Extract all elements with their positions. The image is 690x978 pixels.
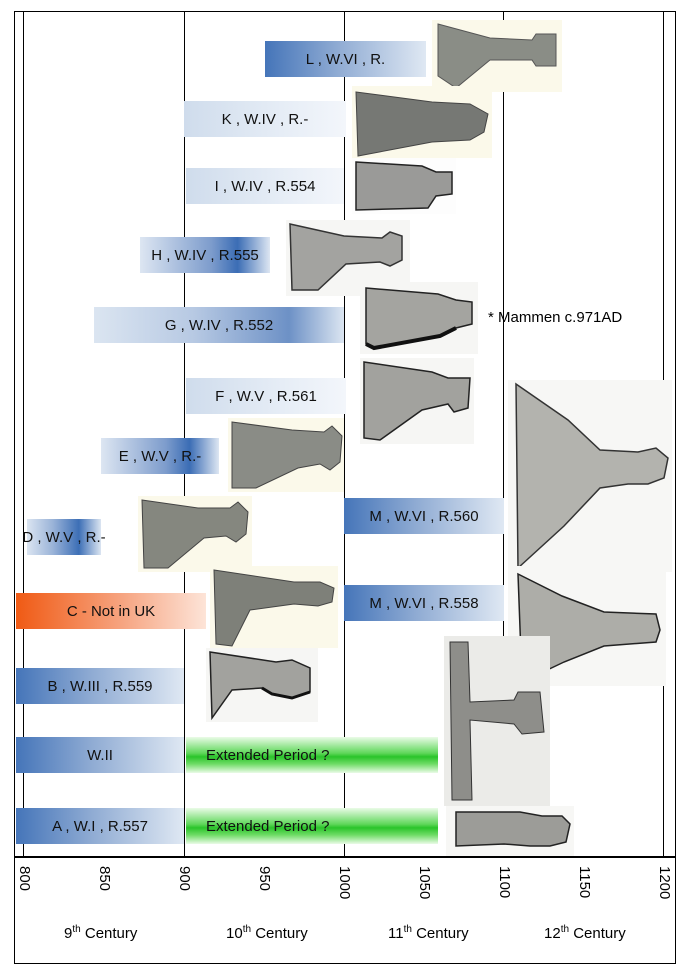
axe-head-G-picture [360, 282, 478, 354]
axe-head-M1-picture [508, 380, 672, 572]
axe-head-I-picture [352, 158, 456, 214]
axe-head-C-picture [210, 566, 338, 648]
century-label-9: 9th Century [64, 924, 138, 942]
x-axis-line [14, 856, 676, 858]
gridline-800 [23, 11, 24, 856]
period-bar-E: E , W.V , R.- [101, 438, 219, 474]
chart-frame [14, 11, 676, 964]
period-bar-W2: W.II [16, 737, 184, 773]
tick-1050: 1050 [416, 866, 433, 900]
extended-period-bar-1: Extended Period ? [186, 737, 438, 773]
axe-head-F-picture [360, 358, 474, 444]
century-label-10: 10th Century [226, 924, 308, 942]
tick-950: 950 [256, 866, 273, 892]
axe-head-K-picture [352, 86, 492, 158]
axe-head-E-picture [228, 418, 344, 492]
period-bar-G: G , W.IV , R.552 [94, 307, 344, 343]
period-bar-H: H , W.IV , R.555 [140, 237, 270, 273]
axe-head-D-picture [138, 496, 252, 572]
axe-head-W2-picture [444, 636, 550, 806]
gridline-1000 [344, 11, 345, 856]
tick-1100: 1100 [496, 866, 513, 899]
tick-1150: 1150 [576, 866, 593, 899]
tick-1000: 1000 [336, 866, 353, 900]
period-bar-K: K , W.IV , R.- [184, 101, 346, 137]
gridline-900 [184, 11, 185, 856]
gridline-1100 [503, 11, 504, 856]
tick-850: 850 [96, 866, 113, 892]
period-bar-A: A , W.I , R.557 [16, 808, 184, 844]
period-bar-B: B , W.III , R.559 [16, 668, 184, 704]
period-bar-M1: M , W.VI , R.560 [344, 498, 504, 534]
period-bar-F: F , W.V , R.561 [186, 378, 346, 414]
mammen-note: * Mammen c.971AD [488, 309, 623, 326]
century-label-12: 12th Century [544, 924, 626, 942]
period-bar-I: I , W.IV , R.554 [186, 168, 344, 204]
period-bar-D: D , W.V , R.- [22, 519, 106, 555]
axe-head-A-picture [446, 806, 574, 856]
tick-900: 900 [176, 866, 193, 892]
axe-head-L-picture [432, 20, 562, 92]
tick-1200: 1200 [656, 866, 673, 900]
century-label-11: 11th Century [388, 924, 469, 942]
tick-800: 800 [16, 866, 33, 892]
period-bar-C: C - Not in UK [16, 593, 206, 629]
axe-head-B-picture [206, 648, 318, 722]
period-bar-M2: M , W.VI , R.558 [344, 585, 504, 621]
period-bar-L: L , W.VI , R. [265, 41, 426, 77]
extended-period-bar-2: Extended Period ? [186, 808, 438, 844]
